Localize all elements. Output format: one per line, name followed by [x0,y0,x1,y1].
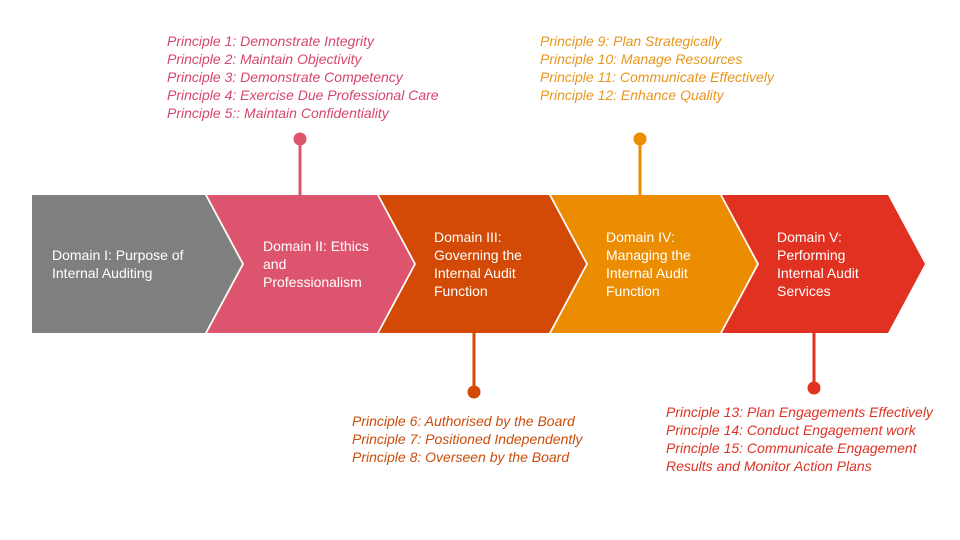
connector-dot-managing [633,132,647,146]
principle-item: Principle 6: Authorised by the Board [352,413,575,429]
principle-item: Principle 15: Communicate Engagement [666,440,917,456]
principle-item: Principle 7: Positioned Independently [352,431,583,447]
principle-item: Principle 8: Overseen by the Board [352,449,570,465]
governing-principles-list: Principle 6: Authorised by the Board Pri… [352,412,582,466]
ethics-principles-list: Principle 1: Demonstrate Integrity Princ… [167,32,439,122]
principle-item: Results and Monitor Action Plans [666,458,872,474]
principle-item: Principle 3: Demonstrate Competency [167,69,403,85]
performing-principles-list: Principle 13: Plan Engagements Effective… [666,403,933,475]
principle-item: Principle 10: Manage Resources [540,51,743,67]
managing-principles-list: Principle 9: Plan Strategically Principl… [540,32,774,104]
domain-1-label: Domain I: Purpose of Internal Auditing [52,247,184,281]
principle-item: Principle 1: Demonstrate Integrity [167,33,374,49]
principle-item: Principle 2: Maintain Objectivity [167,51,362,67]
principle-item: Principle 9: Plan Strategically [540,33,722,49]
domain-3-label: Domain III: Governing the Internal Audit… [434,229,522,299]
chevron-domain-3 [379,195,586,333]
connector-dot-performing [807,381,821,395]
principle-item: Principle 5:: Maintain Confidentiality [167,105,389,121]
chevron-domain-2 [207,195,414,333]
connector-dot-governing [467,385,481,399]
principle-item: Principle 14: Conduct Engagement work [666,422,916,438]
principle-item: Principle 11: Communicate Effectively [540,69,774,85]
principle-item: Principle 13: Plan Engagements Effective… [666,404,933,420]
principle-item: Principle 12: Enhance Quality [540,87,724,103]
chevron-domain-1 [32,195,242,333]
domain-2-label: Domain II: Ethics and Professionalism [263,238,369,290]
chevron-domain-5 [722,195,925,333]
domain-5-label: Domain V: Performing Internal Audit Serv… [777,229,859,299]
principle-item: Principle 4: Exercise Due Professional C… [167,87,439,103]
domain-4-label: Domain IV: Managing the Internal Audit F… [606,229,691,299]
connector-dot-ethics [293,132,307,146]
chevron-domain-4 [551,195,757,333]
